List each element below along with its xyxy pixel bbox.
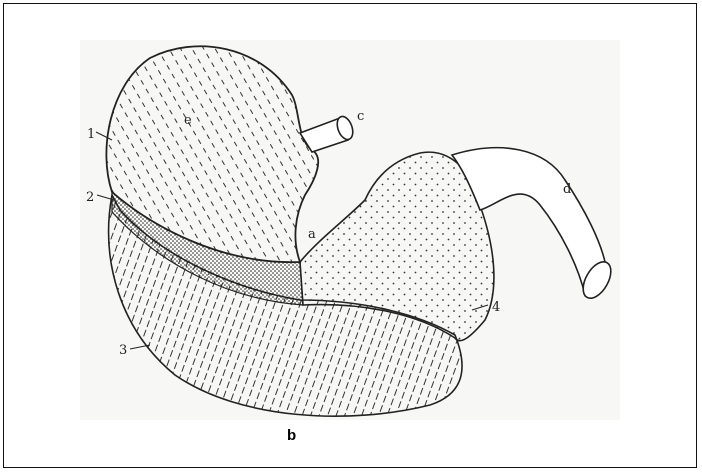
label-1: 1 [87,127,95,142]
label-4: 4 [492,300,500,315]
label-3: 3 [119,343,127,358]
label-c: c [357,109,364,124]
label-d: d [563,182,571,197]
figure-caption: b [287,427,296,444]
label-2: 2 [86,190,94,205]
label-a: a [308,227,316,242]
label-e: e [184,113,192,128]
